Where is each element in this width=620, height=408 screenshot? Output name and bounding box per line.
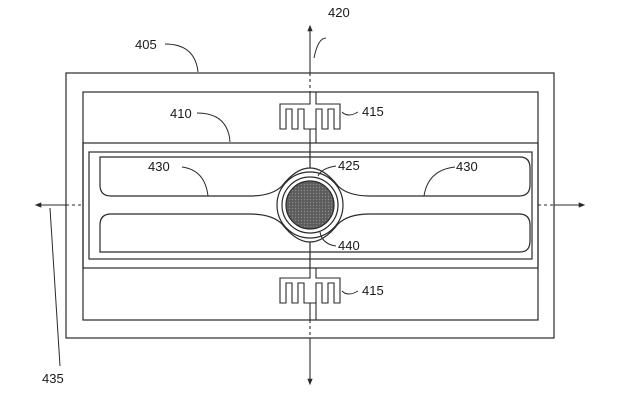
proof-mass-assembly	[276, 171, 344, 239]
label-425: 425	[338, 158, 360, 173]
label-430-right: 430	[456, 159, 478, 174]
center-mass	[285, 180, 335, 230]
label-435: 435	[42, 371, 64, 386]
label-430-left: 430	[148, 159, 170, 174]
axes	[34, 24, 586, 386]
reference-labels: 405 410 415 420 425 430 430 440 415 435	[42, 5, 478, 386]
label-440: 440	[338, 238, 360, 253]
upper-beam	[99, 156, 531, 197]
flexure-top	[279, 92, 341, 143]
label-415-top: 415	[362, 104, 384, 119]
leader-lines	[49, 37, 456, 367]
lower-beam	[99, 213, 531, 253]
label-420: 420	[328, 5, 350, 20]
label-410: 410	[170, 106, 192, 121]
label-415-bottom: 415	[362, 283, 384, 298]
flexure-bottom	[279, 268, 341, 320]
label-405: 405	[135, 37, 157, 52]
